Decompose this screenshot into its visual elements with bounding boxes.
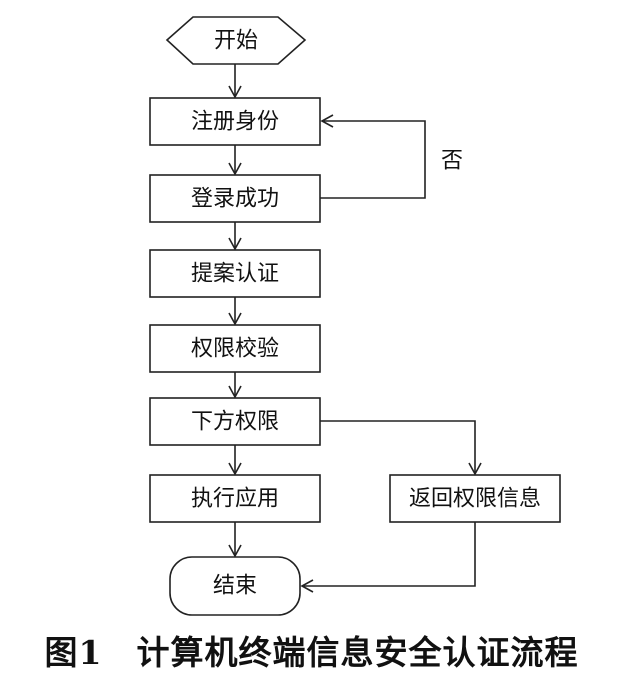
permission-check-label: 权限校验 [191,337,279,362]
figure-number: 图1 [44,633,103,672]
arrow-return-info-to-end [300,522,476,593]
return-info-label: 返回权限信息 [409,487,541,512]
proposal-auth-label: 提案认证 [191,262,279,287]
start-label: 开始 [214,29,258,54]
figure-caption: 图1 计算机终端信息安全认证流程 [0,626,623,674]
figure-title: 计算机终端信息安全认证流程 [136,633,579,672]
execute-app-label: 执行应用 [191,487,279,512]
register-label: 注册身份 [191,110,279,135]
issue-permission-label: 下方权限 [191,410,279,435]
no-branch-label: 否 [441,149,463,174]
arrow-login-back-to-register [320,114,426,199]
start-node-shape [165,16,307,65]
login-success-label: 登录成功 [191,187,279,212]
end-label: 结束 [213,574,257,599]
arrow-issue-to-return-info [320,420,482,476]
